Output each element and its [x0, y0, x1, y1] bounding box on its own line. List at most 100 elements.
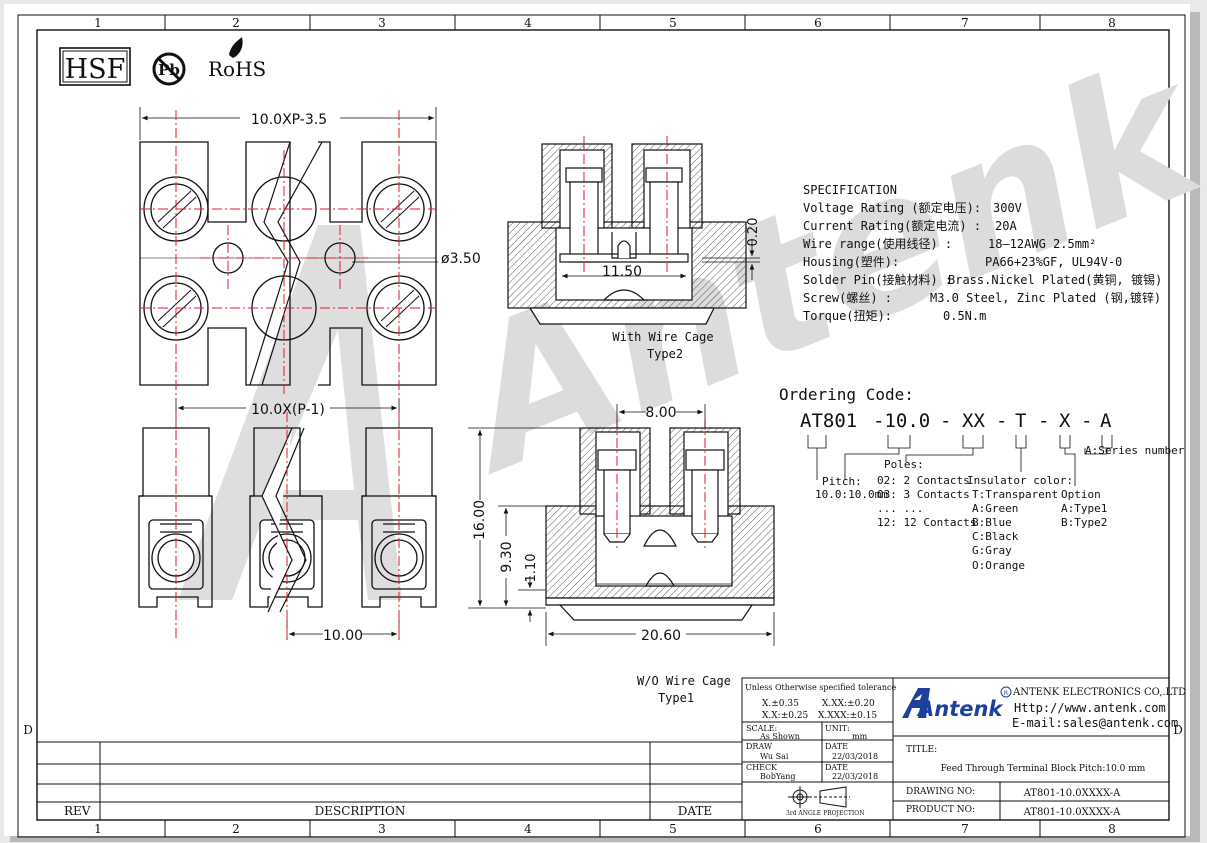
title-value: Feed Through Terminal Block Pitch:10.0 m… — [941, 764, 1146, 774]
pitch-value: 10.0:10.0mm — [815, 488, 888, 501]
option-title: Option — [1061, 488, 1101, 501]
color-item-2: A:Green — [972, 502, 1018, 515]
company-email: E-mail:sales@antenk.com — [1012, 716, 1178, 730]
row-letter-right: D — [1173, 723, 1183, 737]
unit-label: UNIT: — [825, 724, 850, 733]
option-item-2: B:Type2 — [1061, 516, 1107, 529]
projection-label: 3rd ANGLE PROJECTION — [786, 810, 864, 817]
rev-label: REV — [64, 804, 91, 818]
poles-item-1: 02: 2 Contacts — [877, 474, 970, 487]
ordering-leaders — [807, 435, 1113, 486]
code-pitch: -10.0 — [873, 410, 930, 432]
side-view-centerlines — [616, 420, 706, 548]
company-name: ANTENK ELECTRONICS CO,.LTD — [1012, 687, 1186, 698]
front-view-centerlines — [175, 412, 400, 640]
product-no-label: PRODUCT NO: — [906, 805, 975, 815]
pb-symbol: Pb — [158, 61, 180, 79]
draw-date: 22/03/2018 — [832, 752, 878, 761]
cage-view-centerlines — [583, 136, 668, 272]
drawing-frame — [17, 14, 1186, 838]
poles-title: Poles: — [884, 458, 924, 471]
unit-value: mm — [852, 732, 868, 741]
title-label: TITLE: — [906, 745, 937, 755]
tolerance-4: X.XXX:±0.15 — [818, 711, 877, 721]
check-label: CHECK — [746, 763, 778, 772]
col-number-6-bottom: 6 — [814, 822, 822, 836]
spec-value-wire: 18—12AWG 2.5mm² — [988, 237, 1096, 251]
col-number-6: 6 — [814, 16, 822, 30]
dim-overall-width: 10.0XP-3.5 — [251, 112, 327, 128]
series-note: A:Series number — [1085, 444, 1185, 457]
spec-value-screw: M3.0 Steel, Zinc Plated (钢,镀锌) — [930, 291, 1161, 305]
spec-label-screw: Screw(螺丝) : — [803, 291, 892, 305]
spec-value-voltage: 300V — [993, 201, 1022, 215]
pitch-label: Pitch: — [822, 475, 862, 488]
spec-value-torque: 0.5N.m — [943, 309, 986, 323]
spec-value-housing: PA66+23%GF, UL94V-0 — [985, 255, 1122, 269]
poles-item-3: ... ... — [877, 502, 923, 515]
option-item-1: A:Type1 — [1061, 502, 1107, 515]
company-logo: Antenk R — [902, 686, 1012, 721]
col-number-4: 4 — [524, 16, 532, 30]
dim-hole-diameter: ø3.50 — [441, 251, 481, 267]
draw-value: Wu Sai — [760, 752, 789, 761]
spec-label-wire: Wire range(使用线径) : — [803, 236, 952, 251]
color-title: Insulator color: — [967, 474, 1073, 487]
paper — [4, 4, 1190, 836]
dim-height: 16.00 — [472, 500, 488, 540]
col-number-1-bottom: 1 — [94, 822, 102, 836]
col-number-8-bottom: 8 — [1108, 822, 1116, 836]
check-value: BobYang — [760, 772, 796, 781]
ordering-title: Ordering Code: — [779, 385, 914, 404]
dim-inner-width: 11.50 — [602, 264, 642, 280]
no-lead-icon: Pb — [152, 52, 186, 86]
color-item-1: T:Transparent — [972, 488, 1058, 501]
side-view-dimensions — [468, 404, 775, 646]
draw-date-label: DATE — [825, 742, 848, 751]
spec-label-voltage: Voltage Rating (额定电压): — [803, 200, 981, 215]
dim-plate-thickness: 0.20 — [746, 218, 761, 247]
spec-value-current: 20A — [995, 219, 1017, 233]
cage-view-dimensions — [562, 240, 760, 280]
color-item-5: G:Gray — [972, 544, 1012, 557]
dim-screw-pitch: 8.00 — [645, 405, 676, 421]
tolerance-title: Unless Otherwise specified tolerance — [745, 683, 897, 692]
col-number-8: 8 — [1108, 16, 1116, 30]
spec-title: SPECIFICATION — [803, 183, 897, 197]
revision-block — [37, 741, 742, 820]
type1-caption-line1: W/O Wire Cage — [637, 674, 731, 688]
projection-symbol-icon — [788, 786, 850, 808]
col-number-4-bottom: 4 — [524, 822, 532, 836]
check-date: 22/03/2018 — [832, 772, 878, 781]
col-number-3-bottom: 3 — [378, 822, 386, 836]
spec-label-current: Current Rating(额定电流) : — [803, 218, 981, 233]
dim-pitch: 10.00 — [323, 628, 363, 644]
spec-label-torque: Torque(扭矩): — [803, 309, 892, 323]
hsf-badge: HSF — [65, 54, 126, 85]
dim-body-height: 9.30 — [499, 541, 515, 572]
spec-value-solder-pin: Brass.Nickel Plated(黄铜, 镀锡) — [948, 272, 1162, 287]
col-number-5: 5 — [669, 16, 677, 30]
drawing-no-label: DRAWING NO: — [906, 787, 975, 797]
type2-caption-line2: Type2 — [647, 347, 683, 361]
description-label: DESCRIPTION — [315, 804, 406, 818]
check-date-label: DATE — [825, 763, 848, 772]
dim-pin-height: 1.10 — [524, 554, 539, 583]
col-number-2: 2 — [232, 16, 240, 30]
dim-pitch-span: 10.0X(P-1) — [251, 402, 325, 418]
code-dash-4: - — [1081, 410, 1092, 432]
date-column-label: DATE — [678, 804, 712, 818]
color-item-4: C:Black — [972, 530, 1019, 543]
type1-caption-line2: Type1 — [658, 691, 694, 705]
col-number-2-bottom: 2 — [232, 822, 240, 836]
title-block — [741, 677, 1170, 821]
spec-label-housing: Housing(塑件): — [803, 254, 899, 269]
registered-mark: R — [1004, 690, 1008, 697]
row-letter-left: D — [23, 723, 33, 737]
code-dash-2: - — [996, 410, 1007, 432]
specification-block: SPECIFICATION Voltage Rating (额定电压): 300… — [803, 183, 1162, 323]
scale-value: As Shown — [759, 732, 800, 741]
type2-caption-line1: With Wire Cage — [612, 330, 713, 344]
poles-item-4: 12: 12 Contacts — [877, 516, 976, 529]
